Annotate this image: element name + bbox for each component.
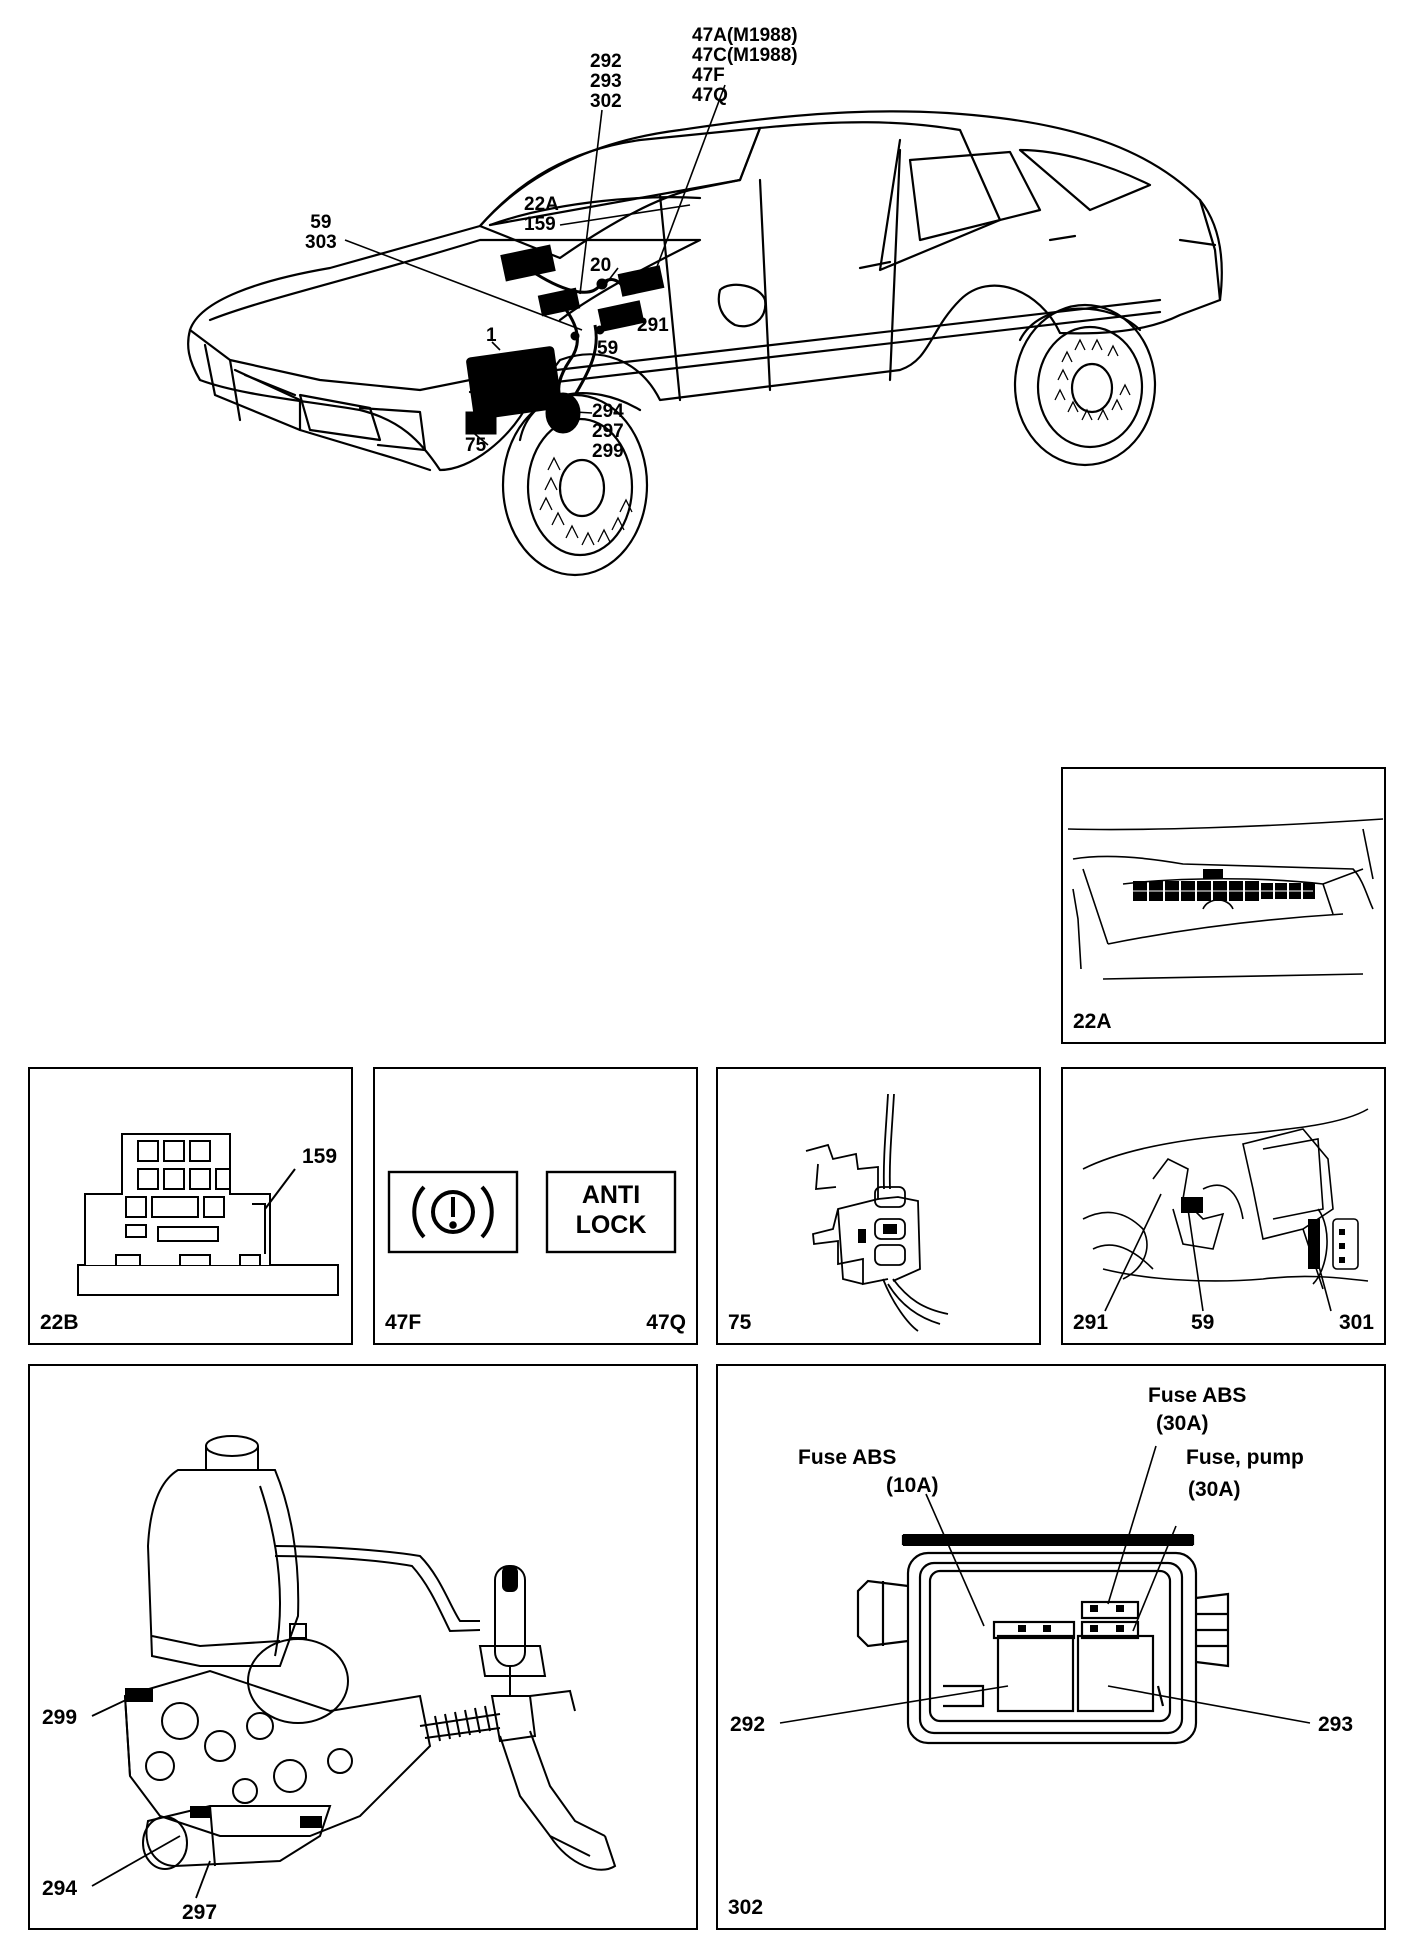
hydraulic-unit-illustration [91, 1435, 617, 1899]
callout-297: 297 [182, 1901, 218, 1924]
sensor-connector-illustration [805, 1093, 949, 1332]
callout-294-group: 294 297 299 [592, 402, 624, 462]
panel-47q-label: 47Q [646, 1311, 686, 1334]
panel-22b: 159 22B [28, 1067, 353, 1345]
panel-291-label: 291 [1073, 1311, 1109, 1334]
callout-59-303-group: 59 303 [305, 213, 337, 253]
callout-299: 299 [592, 441, 624, 462]
brake-warning-icon [412, 1185, 494, 1239]
panel-22b-callout-159: 159 [302, 1145, 338, 1168]
fuse-abs-30a-title: Fuse ABS [1148, 1384, 1247, 1407]
panel-75: 75 [716, 1067, 1041, 1345]
callout-22a: 22A [524, 194, 559, 215]
warning-lamp-symbols [387, 1170, 677, 1254]
relay-293-label: 293 [1318, 1713, 1354, 1736]
callout-59-left: 59 [310, 212, 332, 233]
fuse-box-illustration [779, 1445, 1311, 1745]
callout-47q: 47Q [692, 85, 728, 106]
car-drawing [187, 84, 1223, 577]
callout-292: 292 [590, 51, 622, 72]
fuse-pump-rating: (30A) [1188, 1478, 1241, 1501]
panel-22a-label: 22A [1073, 1010, 1112, 1033]
callout-294: 294 [42, 1877, 78, 1900]
callout-1: 1 [486, 325, 497, 346]
callout-303: 303 [305, 232, 337, 253]
fuse-pump-title: Fuse, pump [1186, 1446, 1304, 1469]
callout-297: 297 [592, 421, 624, 442]
callout-75: 75 [465, 435, 487, 456]
panel-47f-label: 47F [385, 1311, 422, 1334]
car-overview: 47A(M1988) 47C(M1988) 47F 47Q 292 293 30… [0, 0, 1408, 600]
callout-293: 293 [590, 71, 622, 92]
callout-47-group: 47A(M1988) 47C(M1988) 47F 47Q [692, 26, 798, 106]
callout-47c: 47C(M1988) [692, 45, 798, 66]
panel-302: Fuse ABS (10A) Fuse ABS (30A) Fuse, pump… [716, 1364, 1386, 1930]
callout-47a: 47A(M1988) [692, 25, 798, 46]
callout-292-group: 292 293 302 [590, 52, 622, 112]
callout-291: 291 [637, 315, 669, 336]
fuse-abs-10a-rating: (10A) [886, 1474, 939, 1497]
engine-bay-illustration [1082, 1108, 1369, 1312]
relay-292-label: 292 [730, 1713, 766, 1736]
panel-291: 291 59 301 [1061, 1067, 1386, 1345]
connector-block-illustration [77, 1133, 339, 1296]
callout-20: 20 [590, 255, 612, 276]
dashboard-connector-illustration [1067, 818, 1384, 980]
callout-22a-group: 22A 159 [524, 195, 559, 235]
abs-symbol-lock: LOCK [575, 1211, 647, 1239]
panel-22b-label: 22B [40, 1311, 79, 1334]
callout-294: 294 [592, 401, 624, 422]
panel-47: ANTI LOCK 47F 47Q [373, 1067, 698, 1345]
panel-59-label: 59 [1191, 1311, 1215, 1334]
callout-59: 59 [597, 338, 619, 359]
fuse-abs-10a-title: Fuse ABS [798, 1446, 897, 1469]
abs-symbol-anti: ANTI [581, 1181, 641, 1209]
callout-159: 159 [524, 214, 556, 235]
panel-22a: 22A [1061, 767, 1386, 1044]
callout-302: 302 [590, 91, 622, 112]
panel-301-label: 301 [1338, 1311, 1374, 1334]
callout-299: 299 [42, 1706, 78, 1729]
panel-302-label: 302 [728, 1896, 764, 1919]
fuse-abs-30a-rating: (30A) [1156, 1412, 1209, 1435]
panel-hydraulic-unit: 299 294 297 [28, 1364, 698, 1930]
panel-75-label: 75 [728, 1311, 752, 1334]
callout-47f: 47F [692, 65, 725, 86]
